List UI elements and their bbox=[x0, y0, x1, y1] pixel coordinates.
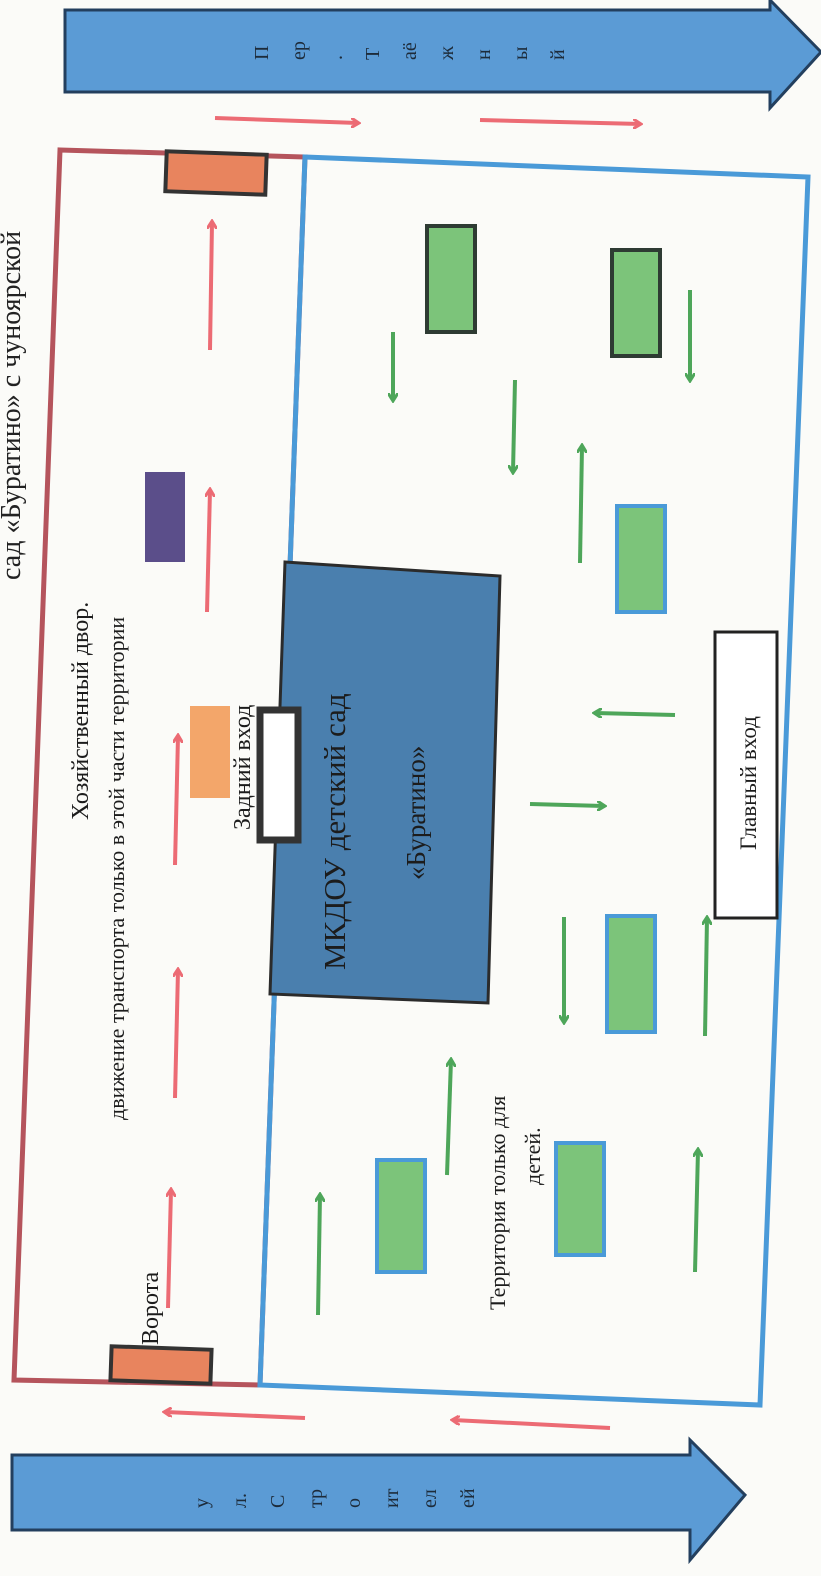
traffic-arrow-yard-2 bbox=[207, 490, 210, 613]
play-area-1 bbox=[425, 224, 477, 334]
back-entrance-block bbox=[190, 706, 230, 798]
bottom-char: л. bbox=[229, 1493, 251, 1508]
children-territory-label-2: детей. bbox=[520, 1127, 545, 1185]
svg-text:Территория только для: Территория только для bbox=[485, 1096, 510, 1310]
storage-block bbox=[145, 472, 185, 562]
main-entrance bbox=[713, 630, 779, 920]
gate-bottom bbox=[108, 1344, 214, 1386]
gate-top bbox=[163, 149, 269, 197]
gate-label: Ворота bbox=[138, 1272, 164, 1345]
play-area-3 bbox=[615, 504, 667, 614]
svg-text:движение транспорта только в э: движение транспорта только в этой части … bbox=[104, 617, 129, 1120]
walk-arrow-6 bbox=[529, 804, 604, 806]
bottom-char: ей bbox=[457, 1488, 479, 1508]
traffic-arrow-bottom-1 bbox=[165, 1412, 306, 1420]
play-area-5 bbox=[375, 1158, 427, 1274]
back-entrance-door bbox=[256, 706, 302, 844]
play-area-2 bbox=[610, 248, 662, 358]
yard-title-label: Хозяйственный двор. bbox=[68, 602, 94, 820]
traffic-arrow-bottom-2 bbox=[453, 1420, 611, 1430]
bottom-char: ел bbox=[419, 1489, 441, 1508]
top-char: й bbox=[547, 49, 569, 60]
top-char: . bbox=[325, 55, 347, 60]
street-bottom-arrow-shape bbox=[10, 1436, 748, 1565]
walk-arrows bbox=[318, 290, 707, 1316]
walk-arrow-11 bbox=[318, 1195, 320, 1316]
back-entrance-label: Задний вход bbox=[230, 705, 256, 830]
walk-arrow-9 bbox=[445, 1060, 451, 1176]
yard-note-label: движение транспорта только в этой части … bbox=[104, 617, 129, 1120]
top-char: ж bbox=[436, 46, 458, 61]
traffic-arrows bbox=[165, 116, 640, 1430]
building-label-2: «Буратино» bbox=[401, 746, 431, 880]
top-char: ы bbox=[510, 47, 532, 60]
top-char: П bbox=[251, 46, 273, 60]
page-title: сад «Буратино» с чуноярской bbox=[0, 231, 27, 580]
top-char: Т bbox=[362, 48, 384, 60]
svg-text:Хозяйственный двор.: Хозяйственный двор. bbox=[68, 602, 94, 820]
play-area-4 bbox=[605, 914, 657, 1034]
children-territory-label-1: Территория только для bbox=[485, 1096, 510, 1310]
building-label: МКДОУ детский сад bbox=[317, 693, 352, 970]
svg-text:Главный вход: Главный вход bbox=[736, 716, 761, 850]
traffic-arrow-yard-3 bbox=[175, 736, 178, 866]
main-entrance-label: Главный вход bbox=[736, 716, 761, 850]
building-label-line2: «Буратино» bbox=[401, 746, 431, 880]
walk-arrow-2 bbox=[513, 379, 515, 472]
walk-arrow-10 bbox=[695, 1150, 698, 1273]
traffic-arrow-yard-1 bbox=[210, 222, 212, 351]
traffic-arrow-top-2 bbox=[479, 118, 640, 124]
svg-text:Задний вход: Задний вход bbox=[230, 705, 256, 830]
svg-text:Ворота: Ворота bbox=[138, 1272, 164, 1345]
top-char: н bbox=[473, 49, 495, 60]
top-char: аё bbox=[399, 42, 421, 60]
main-building bbox=[268, 560, 502, 1005]
play-area-6 bbox=[554, 1141, 606, 1257]
building-label-line1: МКДОУ детский сад bbox=[317, 693, 352, 970]
bottom-char: о bbox=[343, 1498, 365, 1508]
street-top-arrow-shape bbox=[63, 0, 821, 112]
walk-arrow-5 bbox=[595, 713, 676, 715]
walk-arrow-4 bbox=[580, 446, 582, 564]
walk-arrow-8 bbox=[705, 918, 707, 1037]
traffic-arrow-yard-5 bbox=[168, 1190, 171, 1309]
bottom-char: С bbox=[267, 1495, 289, 1508]
top-char: ер bbox=[288, 41, 310, 60]
bottom-char: ит bbox=[381, 1488, 403, 1508]
bottom-char: тр bbox=[305, 1489, 327, 1508]
page-title-text: сад «Буратино» с чуноярской bbox=[0, 231, 27, 580]
traffic-arrow-yard-4 bbox=[175, 970, 178, 1099]
svg-text:детей.: детей. bbox=[520, 1127, 545, 1185]
traffic-arrow-top-1 bbox=[214, 116, 358, 123]
bottom-char: у bbox=[191, 1498, 213, 1508]
